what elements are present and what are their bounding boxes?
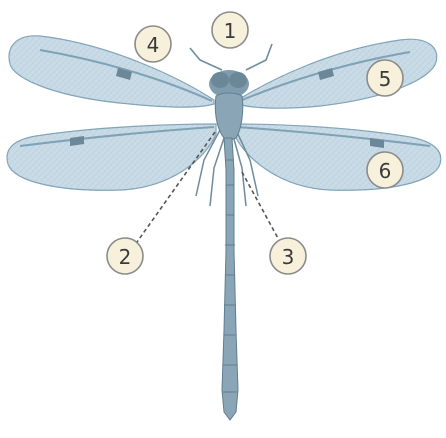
- callout-6: 6: [367, 152, 403, 188]
- callout-3: 3: [270, 238, 306, 274]
- callout-6-label: 6: [379, 159, 392, 183]
- leader-line-3: [242, 172, 280, 242]
- callout-2: 2: [107, 238, 143, 274]
- callout-2-label: 2: [119, 245, 132, 269]
- callout-5: 5: [367, 60, 403, 96]
- callout-4-label: 4: [147, 33, 160, 57]
- abdomen: [222, 138, 238, 420]
- callout-3-label: 3: [282, 245, 295, 269]
- callout-4: 4: [135, 26, 171, 62]
- callout-1-label: 1: [224, 19, 237, 43]
- callout-5-label: 5: [379, 67, 392, 91]
- callout-1: 1: [212, 12, 248, 48]
